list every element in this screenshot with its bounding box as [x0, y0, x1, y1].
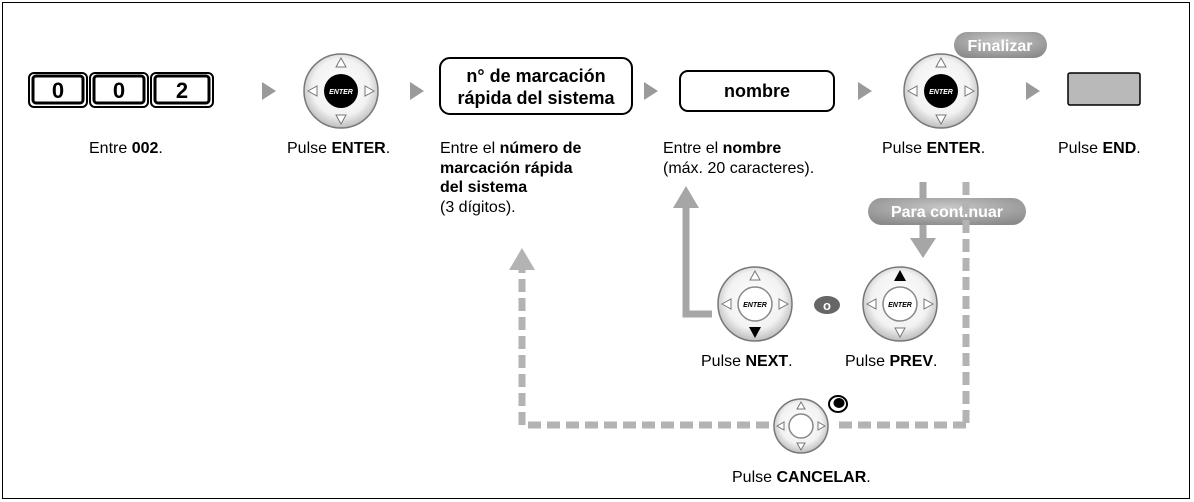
step-enter-number: Entre el número de marcación rápida del …: [440, 140, 582, 216]
dial-key-0b: 0: [113, 78, 125, 103]
flow-arrow-3: [644, 82, 658, 100]
navigator-key-enter-1: ENTER: [303, 53, 379, 129]
speed-dial-box-line1: n° de marcación: [466, 66, 605, 86]
step-press-end: Pulse END.: [1058, 140, 1141, 157]
cancel-loop-arrowhead: [509, 248, 535, 270]
flow-arrow-5: [1026, 82, 1040, 100]
svg-text:ENTER: ENTER: [743, 302, 767, 309]
flow-arrow-2: [410, 82, 424, 100]
speed-dial-box-line2: rápida del sistema: [457, 88, 615, 108]
flow-arrow-4: [858, 82, 872, 100]
continue-badge-label: Para continuar: [891, 204, 1003, 221]
dial-keys: 0 0 2: [28, 72, 214, 108]
step-press-enter-2: Pulse ENTER.: [882, 140, 986, 157]
name-box: nombre: [679, 70, 835, 112]
step-press-prev: Pulse PREV.: [845, 353, 938, 370]
navigator-key-next: ENTER: [717, 266, 793, 342]
speed-dial-number-box: n° de marcación rápida del sistema: [439, 57, 633, 115]
navigator-key-cancel: [773, 398, 829, 454]
navigator-key-enter-2: ENTER: [903, 53, 979, 129]
step-press-enter-1: Pulse ENTER.: [287, 140, 391, 157]
down-arrow-icon: [749, 327, 761, 338]
navigator-key-prev: ENTER: [862, 266, 938, 342]
end-key: [1067, 72, 1141, 106]
step-press-cancel: Pulse CANCELAR.: [732, 469, 871, 486]
continue-badge: Para continuar: [868, 198, 1026, 225]
dial-key-2: 2: [176, 78, 188, 103]
flow-arrow-1: [262, 82, 276, 100]
finish-badge: Finalizar: [954, 32, 1047, 58]
cancel-loop-arrow: [518, 182, 970, 429]
flow-arrows: [262, 82, 1040, 100]
step-enter-name: Entre el nombre (máx. 20 caracteres).: [663, 140, 815, 177]
name-box-label: nombre: [724, 81, 790, 101]
next-loop-arrow: [673, 186, 712, 318]
svg-text:ENTER: ENTER: [329, 89, 353, 96]
cancel-indicator-icon: [828, 395, 848, 413]
up-arrow-icon: [894, 270, 906, 281]
or-label: o: [823, 298, 831, 313]
step-press-next: Pulse NEXT.: [701, 353, 793, 370]
or-oval: o: [814, 296, 840, 314]
svg-text:ENTER: ENTER: [929, 89, 953, 96]
svg-text:ENTER: ENTER: [888, 302, 912, 309]
finish-badge-label: Finalizar: [968, 38, 1033, 55]
dial-key-0a: 0: [52, 78, 64, 103]
step-enter-code: Entre 002.: [89, 140, 163, 157]
